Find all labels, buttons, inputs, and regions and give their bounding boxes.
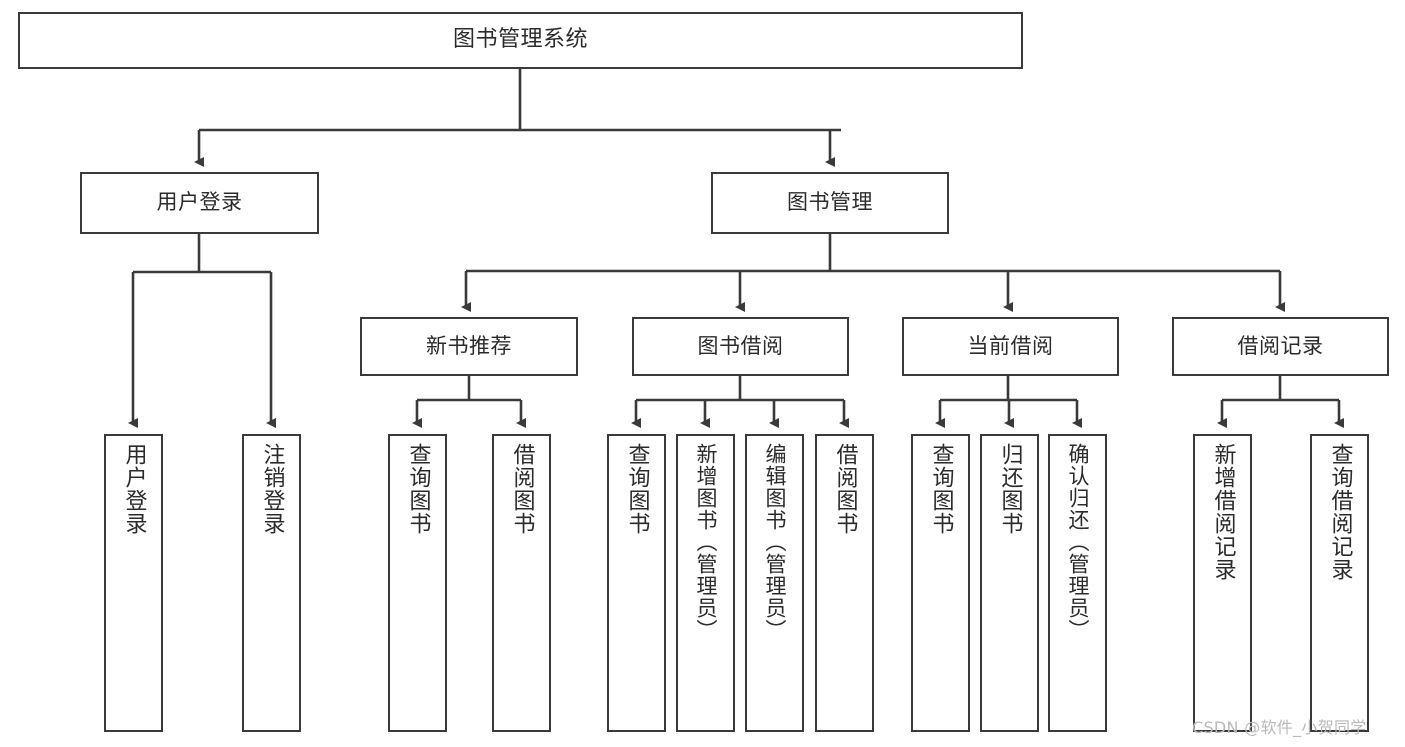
node-label: 借阅图书 bbox=[509, 443, 535, 535]
node-label: 查询图书 bbox=[405, 443, 431, 535]
node-label: 图书管理系统 bbox=[452, 27, 588, 53]
node-label: 新增图书（管理员） bbox=[694, 443, 718, 641]
node-current-borrow[interactable]: 当前借阅 bbox=[902, 317, 1119, 376]
node-label: 确认归还（管理员） bbox=[1066, 443, 1090, 641]
node-leaf-add-book[interactable]: 新增图书（管理员） bbox=[676, 434, 735, 732]
node-label: 归还图书 bbox=[997, 443, 1023, 535]
node-label: 查询借阅记录 bbox=[1327, 443, 1353, 581]
node-book-manage[interactable]: 图书管理 bbox=[711, 172, 949, 234]
node-leaf-return-book[interactable]: 归还图书 bbox=[980, 434, 1039, 732]
node-label: 图书管理 bbox=[787, 190, 873, 215]
node-leaf-confirm-return[interactable]: 确认归还（管理员） bbox=[1048, 434, 1107, 732]
node-leaf-borrow-book-1[interactable]: 借阅图书 bbox=[492, 434, 551, 732]
node-leaf-query-record[interactable]: 查询借阅记录 bbox=[1310, 434, 1369, 732]
node-user-login[interactable]: 用户登录 bbox=[80, 172, 319, 234]
node-label: 新书推荐 bbox=[426, 333, 512, 358]
node-leaf-borrow-book-2[interactable]: 借阅图书 bbox=[815, 434, 874, 732]
node-label: 借阅图书 bbox=[832, 443, 858, 535]
node-leaf-query-book-2[interactable]: 查询图书 bbox=[607, 434, 666, 732]
node-leaf-query-book-1[interactable]: 查询图书 bbox=[388, 434, 447, 732]
node-leaf-logout-login[interactable]: 注销登录 bbox=[242, 434, 301, 732]
node-label: 新增借阅记录 bbox=[1210, 443, 1236, 581]
node-label: 编辑图书（管理员） bbox=[763, 443, 787, 641]
node-leaf-user-login[interactable]: 用户登录 bbox=[104, 434, 163, 732]
node-label: 查询图书 bbox=[624, 443, 650, 535]
node-leaf-query-book-3[interactable]: 查询图书 bbox=[911, 434, 970, 732]
node-borrow-record[interactable]: 借阅记录 bbox=[1172, 317, 1389, 376]
node-leaf-add-record[interactable]: 新增借阅记录 bbox=[1193, 434, 1252, 732]
node-label: 当前借阅 bbox=[967, 333, 1054, 358]
node-new-book-recommend[interactable]: 新书推荐 bbox=[360, 317, 578, 376]
node-label: 用户登录 bbox=[156, 190, 243, 215]
node-leaf-edit-book[interactable]: 编辑图书（管理员） bbox=[745, 434, 804, 732]
node-label: 注销登录 bbox=[259, 443, 285, 535]
node-book-borrow[interactable]: 图书借阅 bbox=[632, 317, 849, 376]
node-label: 用户登录 bbox=[121, 443, 147, 535]
node-label: 图书借阅 bbox=[697, 333, 784, 358]
node-label: 查询图书 bbox=[928, 443, 954, 535]
node-label: 借阅记录 bbox=[1237, 333, 1324, 358]
node-book-management-system[interactable]: 图书管理系统 bbox=[18, 12, 1023, 69]
